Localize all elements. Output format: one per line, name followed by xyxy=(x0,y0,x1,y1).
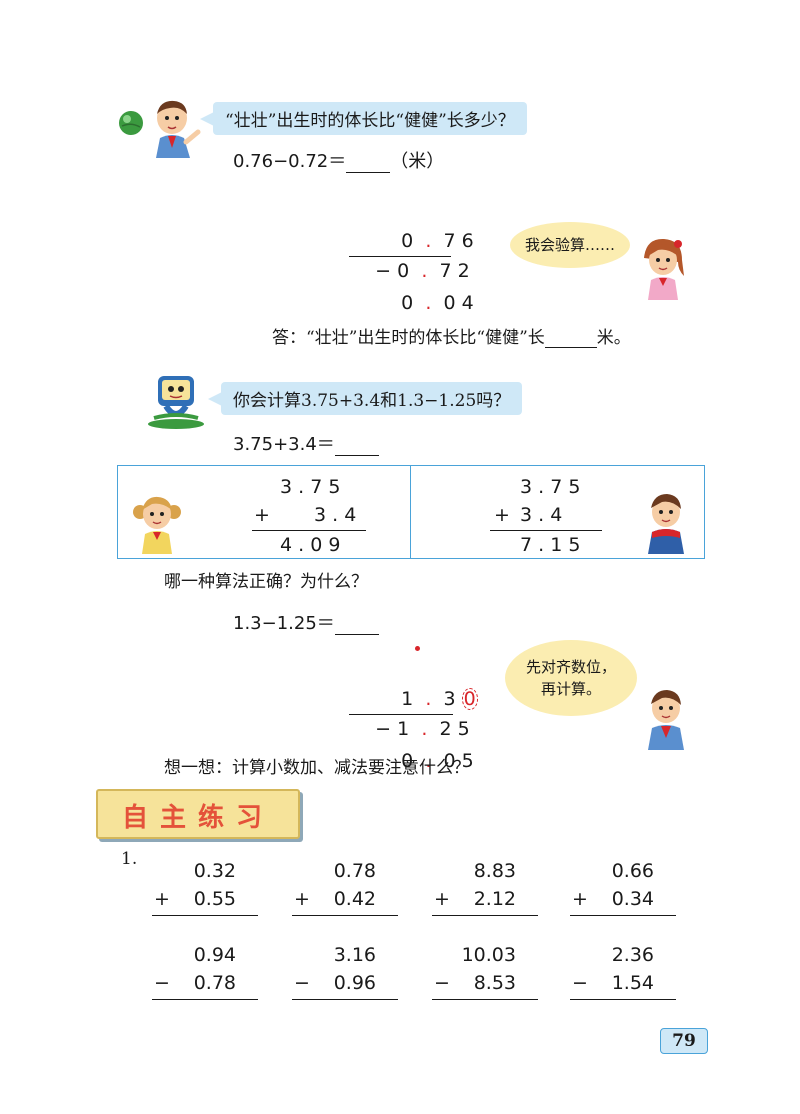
exercise-number: 1. xyxy=(121,849,138,869)
answer-blank-1[interactable] xyxy=(346,154,391,173)
practice-title-banner: 自主练习 xyxy=(96,789,300,839)
which-method-question: 哪一种算法正确？为什么？ xyxy=(164,572,368,592)
answer-blank-3[interactable] xyxy=(334,437,379,456)
exercise-row-1: 0.32 + 0.55 0.78 + 0.42 8.83 + 2.12 0.66… xyxy=(150,860,690,920)
girl-thought-bubble: 我会验算…… xyxy=(510,222,630,268)
vertical-calc-1: 0 . 7 6 − 0 . 7 2 0 . 0 4 xyxy=(345,196,474,314)
equation-1-unit: （米） xyxy=(390,151,445,172)
boy-avatar-3 xyxy=(640,684,692,750)
answer-blank-4[interactable] xyxy=(334,616,379,635)
methods-box: 3 . 7 5 + 3 . 4 4 . 0 9 3 . 7 5 + 3 . 4 … xyxy=(117,465,705,559)
page-number-badge: 79 xyxy=(660,1028,708,1054)
girl-avatar-1 xyxy=(638,236,688,300)
equation-3: 1.3−1.25＝ xyxy=(233,609,379,635)
girl-avatar-2 xyxy=(132,490,182,554)
answer-blank-2[interactable] xyxy=(544,329,597,348)
page-number: 79 xyxy=(672,1031,696,1051)
added-zero: 0 xyxy=(461,688,478,710)
answer-sentence-1: 答：“壮壮”出生时的体长比“健健”长米。 xyxy=(272,328,631,348)
equation-1-left: 0.76−0.72＝ xyxy=(233,151,347,172)
methods-divider xyxy=(410,466,411,558)
speech-pointer xyxy=(200,112,214,126)
right-method-calc: 3 . 7 5 + 3 . 4 7 . 1 5 xyxy=(490,472,610,556)
borrow-dot xyxy=(415,646,420,651)
practice-title: 自主练习 xyxy=(121,803,274,833)
boy-teacher-avatar xyxy=(146,96,202,158)
left-method-calc: 3 . 7 5 + 3 . 4 4 . 0 9 xyxy=(248,472,368,556)
minus-sign: − xyxy=(375,260,392,282)
globe-icon xyxy=(118,110,144,136)
equation-1: 0.76−0.72＝ （米） xyxy=(233,147,444,173)
question-bubble-1: “壮壮”出生时的体长比“健健”长多少？ xyxy=(213,102,527,135)
speech-pointer-2 xyxy=(208,392,222,406)
vertical-calc-2: 1 . 3 0 − 1 . 2 5 0 . 0 5 xyxy=(345,654,478,772)
boy-avatar-2 xyxy=(640,488,692,554)
equation-2: 3.75+3.4＝ xyxy=(233,430,379,456)
computer-mascot-icon xyxy=(140,372,212,430)
boy-thought-bubble: 先对齐数位， 再计算。 xyxy=(505,640,637,716)
exercise-row-2: 0.94 − 0.78 3.16 − 0.96 10.03 − 8.53 2.3… xyxy=(150,944,690,1004)
think-prompt: 想一想：计算小数加、减法要注意什么？ xyxy=(164,758,470,778)
question-bubble-2: 你会计算3.75+3.4和1.3−1.25吗？ xyxy=(221,382,523,415)
